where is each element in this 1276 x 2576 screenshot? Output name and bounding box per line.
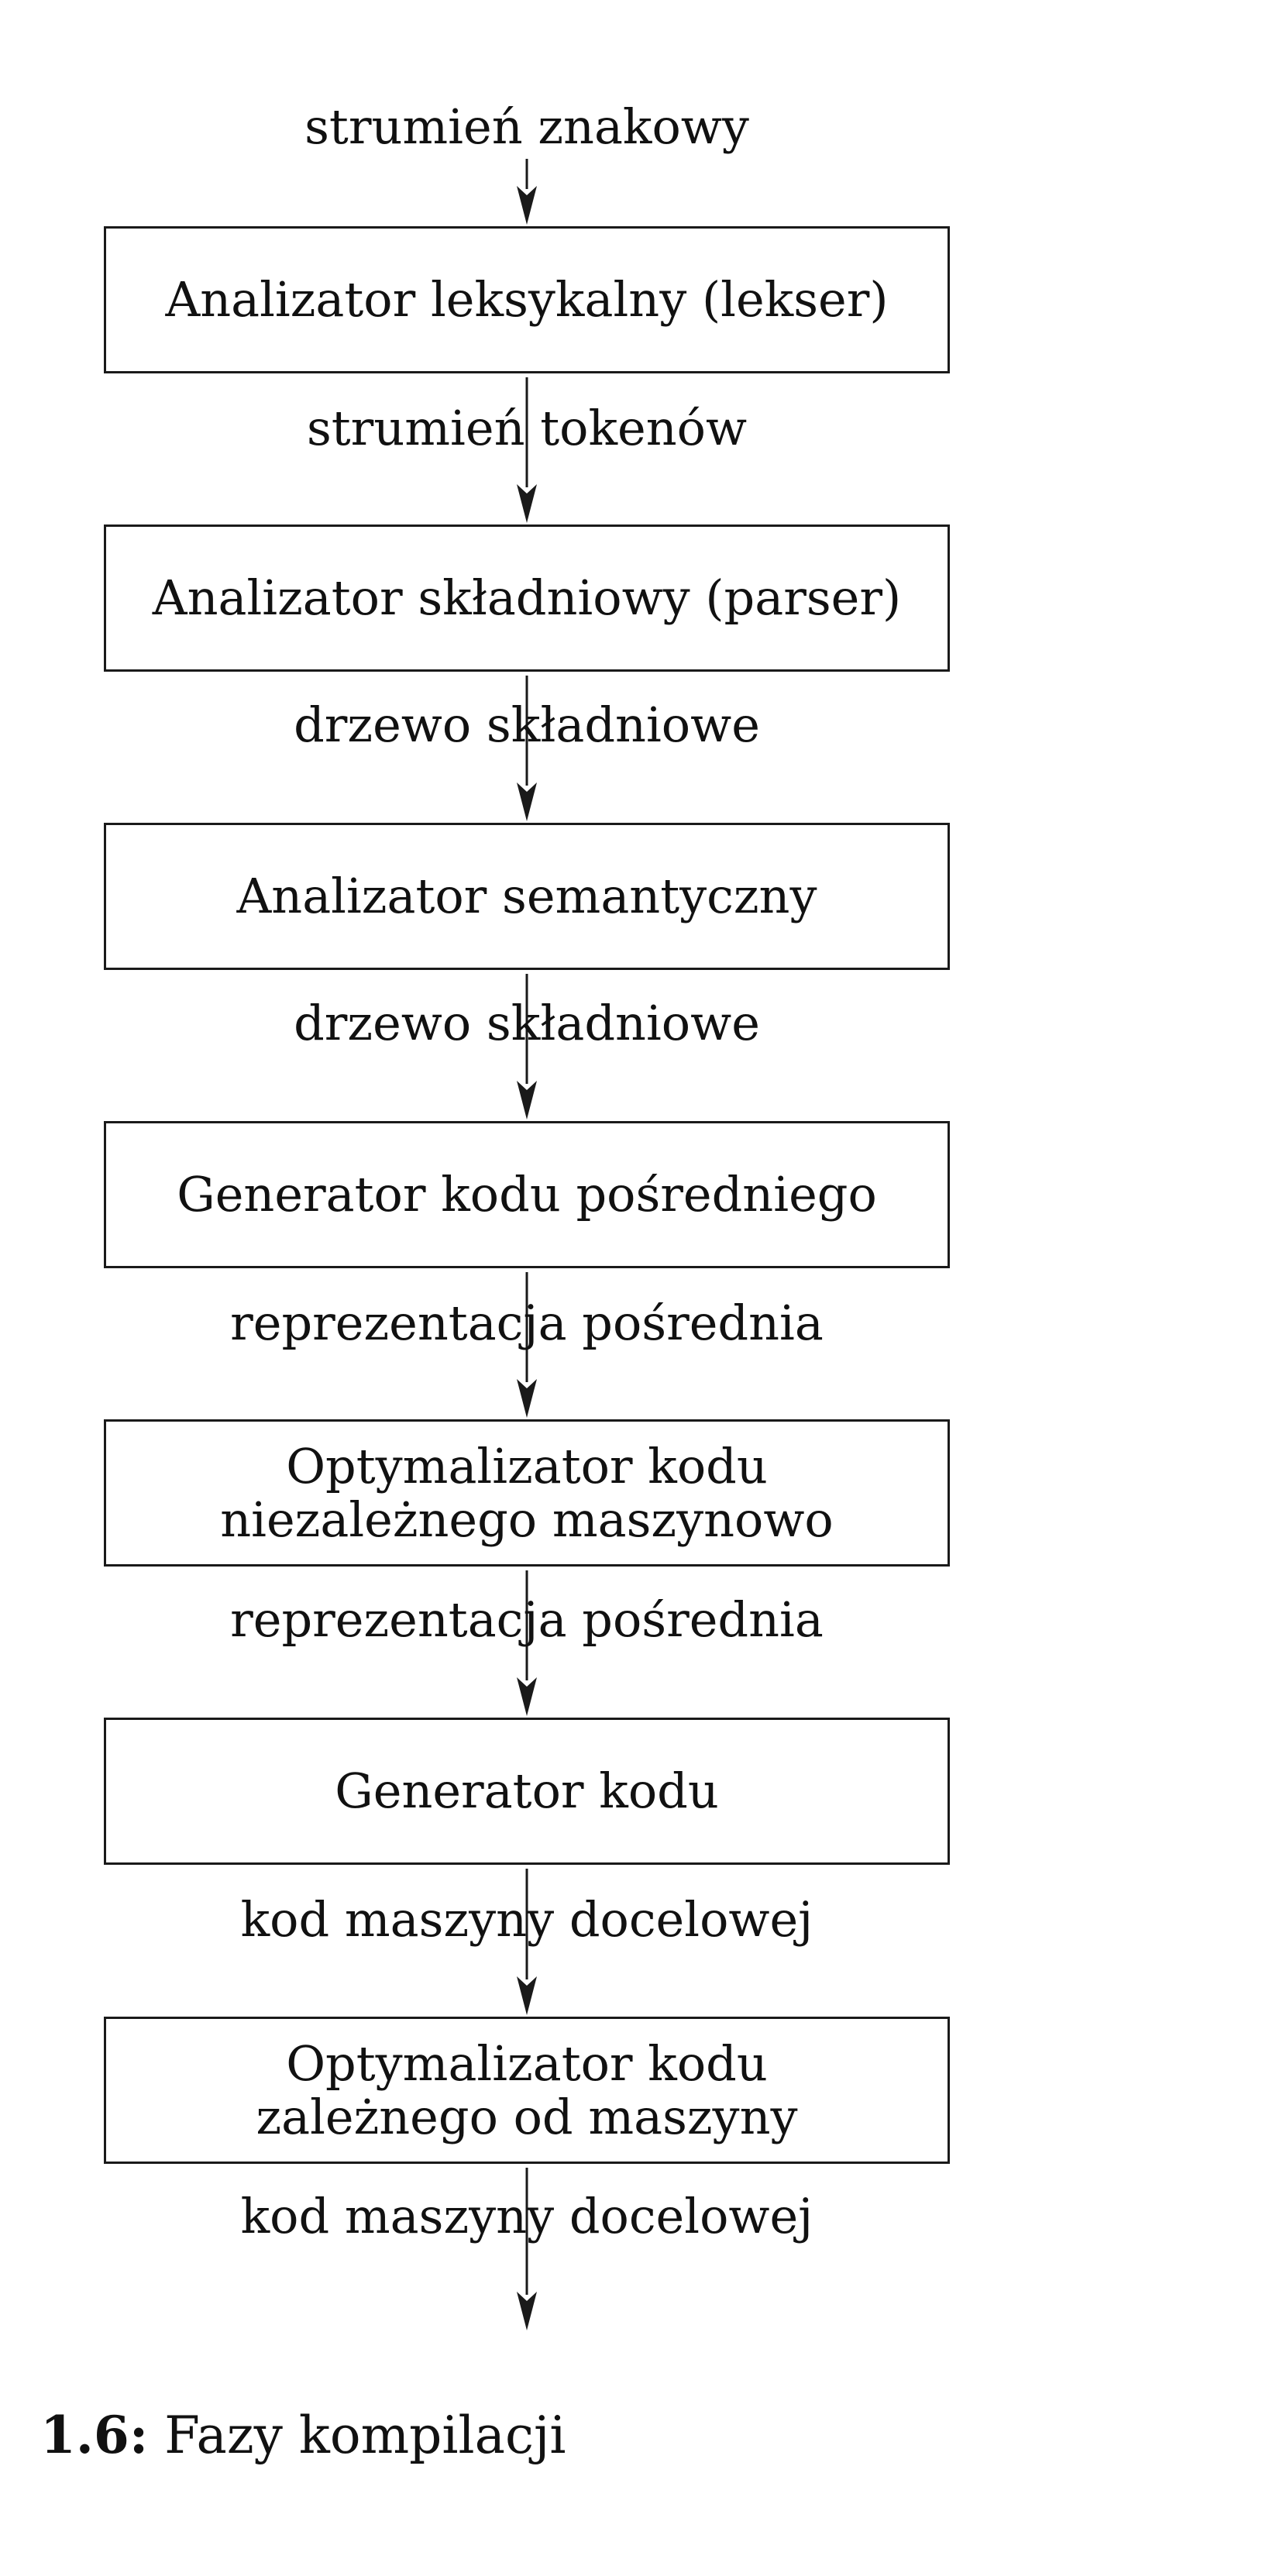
stage-box-semantic: Analizator semantyczny [104,823,950,970]
figure-number: 1.6: [40,2405,149,2465]
output-label-machine-dependent-optimizer: kod maszyny docelowej [240,2188,813,2244]
stage-box-ir-generator-line-1: Generator kodu pośredniego [177,1166,877,1223]
figure-caption: 1.6: Fazy kompilacji [40,2409,566,2461]
stage-box-parser-line-1: Analizator składniowy (parser) [152,569,902,627]
output-label-parser: drzewo składniowe [294,696,760,753]
arrowhead-2 [517,484,537,523]
output-label-code-generator: kod maszyny docelowej [240,1891,813,1948]
output-label-machine-independent-optimizer: reprezentacja pośrednia [230,1591,824,1648]
stage-box-ir-generator: Generator kodu pośredniego [104,1121,950,1268]
output-label-semantic: drzewo składniowe [294,995,760,1051]
arrowhead-1 [517,186,537,225]
arrowhead-6 [517,1677,537,1716]
stage-box-lexer: Analizator leksykalny (lekser) [104,226,950,373]
arrowhead-7 [517,1976,537,2015]
stage-box-machine-dependent-optimizer: Optymalizator kodu zależnego od maszyny [104,2017,950,2164]
stage-box-semantic-line-1: Analizator semantyczny [236,868,817,925]
output-label-lexer: strumień tokenów [306,400,748,456]
stage-box-lexer-line-1: Analizator leksykalny (lekser) [165,271,889,328]
arrowhead-3 [517,782,537,821]
output-label-ir-generator: reprezentacja pośrednia [230,1295,824,1351]
stage-box-machine-dependent-optimizer-line-2: zależnego od maszyny [256,2089,798,2145]
input-label: strumień znakowy [304,98,749,155]
stage-box-machine-independent-optimizer-line-1: Optymalizator kodu [286,1437,768,1494]
stage-box-code-generator-line-1: Generator kodu [335,1763,719,1820]
stage-box-machine-independent-optimizer-line-2: niezależnego maszynowo [220,1491,834,1548]
figure-title: Fazy kompilacji [164,2406,566,2465]
stage-box-parser: Analizator składniowy (parser) [104,524,950,672]
stage-box-machine-independent-optimizer: Optymalizator kodu niezależnego maszynow… [104,1419,950,1567]
arrowhead-8 [517,2292,537,2330]
stage-box-code-generator: Generator kodu [104,1718,950,1865]
arrowhead-5 [517,1379,537,1418]
stage-box-machine-dependent-optimizer-line-1: Optymalizator kodu [286,2034,768,2092]
arrowhead-4 [517,1081,537,1119]
